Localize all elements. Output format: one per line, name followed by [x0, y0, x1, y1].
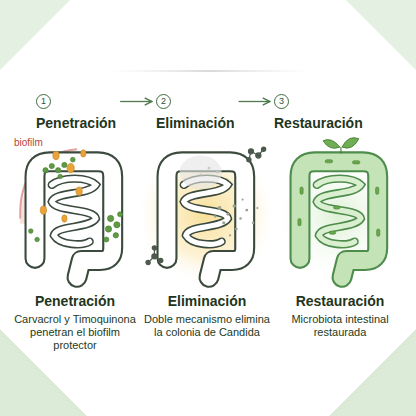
- step-heading: Restauración: [274, 115, 363, 131]
- step-description: Carvacrol y Timoquinona penetran el biof…: [12, 313, 138, 353]
- step-heading: Penetración: [10, 293, 140, 309]
- step-heading: Restauración: [275, 293, 405, 309]
- step-header: 2Eliminación: [156, 94, 235, 131]
- step-number: 1: [36, 94, 51, 109]
- callout-label: biofilm: [14, 137, 43, 148]
- flow-arrow: [120, 101, 152, 102]
- step-description: Doble mecanismo elimina la colonia de Ca…: [144, 313, 270, 339]
- step-number: 3: [274, 94, 289, 109]
- step-heading: Eliminación: [142, 293, 272, 309]
- step-description: Microbiota intestinal restaurada: [277, 313, 403, 339]
- step-heading: Eliminación: [156, 115, 235, 131]
- flow-arrow: [239, 101, 270, 102]
- step-heading: Penetración: [36, 115, 116, 131]
- step-number: 2: [156, 94, 171, 109]
- step-header: 3Restauración: [274, 94, 363, 131]
- step-header: 1Penetración: [36, 94, 116, 131]
